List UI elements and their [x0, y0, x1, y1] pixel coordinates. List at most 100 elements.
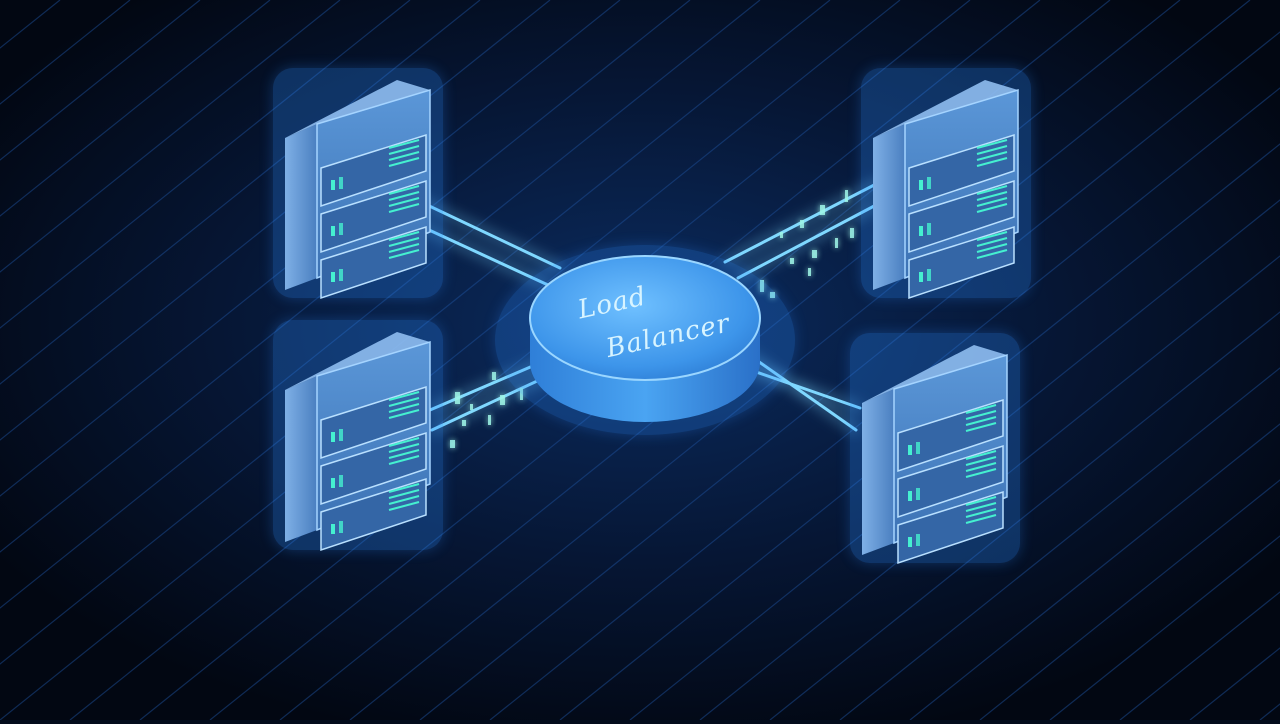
server-indicator-bar — [965, 410, 997, 420]
server-status-led — [339, 177, 343, 189]
server-top-face — [873, 80, 1018, 138]
server-status-led — [331, 180, 335, 190]
server-top-right — [861, 68, 1031, 300]
streak-line — [699, 255, 1280, 721]
streak-line — [909, 423, 1280, 721]
server-indicator-bar — [388, 403, 420, 413]
server-indicator-bar — [388, 157, 420, 167]
server-unit — [320, 133, 427, 208]
server-indicator-bar — [388, 197, 420, 207]
data-packet — [850, 228, 854, 238]
server-bay — [320, 385, 427, 460]
server-indicator-bar — [976, 151, 1008, 161]
server-bay — [320, 133, 427, 208]
server-status-led — [916, 442, 920, 454]
server-status-led — [331, 524, 335, 534]
server-status-led — [927, 223, 931, 235]
server-unit — [897, 490, 1004, 565]
server-status-led — [919, 226, 923, 236]
server-indicator-bar — [976, 203, 1008, 213]
connection-line-server-top-right — [736, 203, 878, 280]
server-indicator-bar — [965, 450, 997, 460]
server-top-left — [273, 68, 443, 300]
server-indicator-bar — [388, 243, 420, 253]
server-indicator-bar — [976, 249, 1008, 259]
server-indicator-bar — [388, 501, 420, 511]
server-indicator-bar — [388, 391, 420, 401]
server-indicator-bar — [976, 191, 1008, 201]
server-bottom-right — [850, 333, 1020, 565]
server-top-face — [285, 332, 430, 390]
server-status-led — [908, 445, 912, 455]
server-indicator-bar — [388, 483, 420, 493]
server-indicator-bar — [976, 145, 1008, 155]
server-status-led — [919, 272, 923, 282]
data-packet — [812, 250, 817, 258]
server-indicator-bar — [388, 397, 420, 407]
server-unit — [320, 477, 427, 552]
data-packet — [790, 258, 794, 264]
streak-line — [0, 0, 691, 553]
server-bay — [320, 179, 427, 254]
server-status-led — [908, 537, 912, 547]
server-status-led — [331, 432, 335, 442]
server-indicator-bar — [976, 139, 1008, 149]
server-indicator-bar — [388, 139, 420, 149]
load-balancer-node: Load Balancer — [495, 245, 795, 435]
data-packet — [500, 395, 505, 405]
server-bay — [320, 431, 427, 506]
streak-line — [979, 479, 1280, 721]
server-indicator-bar — [965, 502, 997, 512]
server-status-led — [331, 272, 335, 282]
streak-line — [1119, 591, 1280, 721]
data-packet — [808, 268, 811, 276]
streak-line — [0, 0, 271, 217]
data-packet — [800, 220, 804, 228]
server-indicator-bar — [965, 422, 997, 432]
server-unit — [320, 385, 427, 460]
server-unit — [897, 398, 1004, 473]
server-indicator-bar — [388, 409, 420, 419]
streak-line — [839, 367, 1280, 721]
server-status-led — [331, 226, 335, 236]
server-unit — [908, 225, 1015, 300]
server-indicator-bar — [388, 449, 420, 459]
server-indicator-bar — [976, 231, 1008, 241]
server-indicator-bar — [976, 243, 1008, 253]
server-indicator-bar — [976, 185, 1008, 195]
server-status-led — [339, 223, 343, 235]
server-indicator-bar — [965, 416, 997, 426]
server-indicator-bar — [388, 437, 420, 447]
server-bay — [908, 225, 1015, 300]
load-balancer-disc-top — [529, 255, 761, 381]
streak-line — [0, 0, 621, 497]
server-indicator-bar — [388, 443, 420, 453]
data-packet — [492, 372, 496, 380]
server-status-led — [927, 269, 931, 281]
server-nodes — [273, 68, 1031, 565]
server-indicator-bar — [388, 185, 420, 195]
data-packet — [462, 420, 466, 426]
server-indicator-bar — [388, 231, 420, 241]
server-unit — [897, 444, 1004, 519]
server-bay — [897, 490, 1004, 565]
server-status-led — [916, 534, 920, 546]
server-unit — [320, 179, 427, 254]
server-indicator-bar — [388, 489, 420, 499]
data-packet — [520, 388, 523, 400]
server-status-led — [927, 177, 931, 189]
data-packet — [845, 190, 848, 202]
data-packet — [820, 205, 825, 215]
server-indicator-bar — [388, 249, 420, 259]
data-packet — [488, 415, 491, 425]
streak-line — [0, 0, 411, 329]
streak-line — [629, 199, 1280, 721]
server-top-face — [285, 80, 430, 138]
data-packet — [470, 404, 473, 410]
server-indicator-bar — [976, 237, 1008, 247]
server-bay — [908, 133, 1015, 208]
streak-line — [349, 0, 1251, 721]
streak-line — [769, 311, 1280, 721]
